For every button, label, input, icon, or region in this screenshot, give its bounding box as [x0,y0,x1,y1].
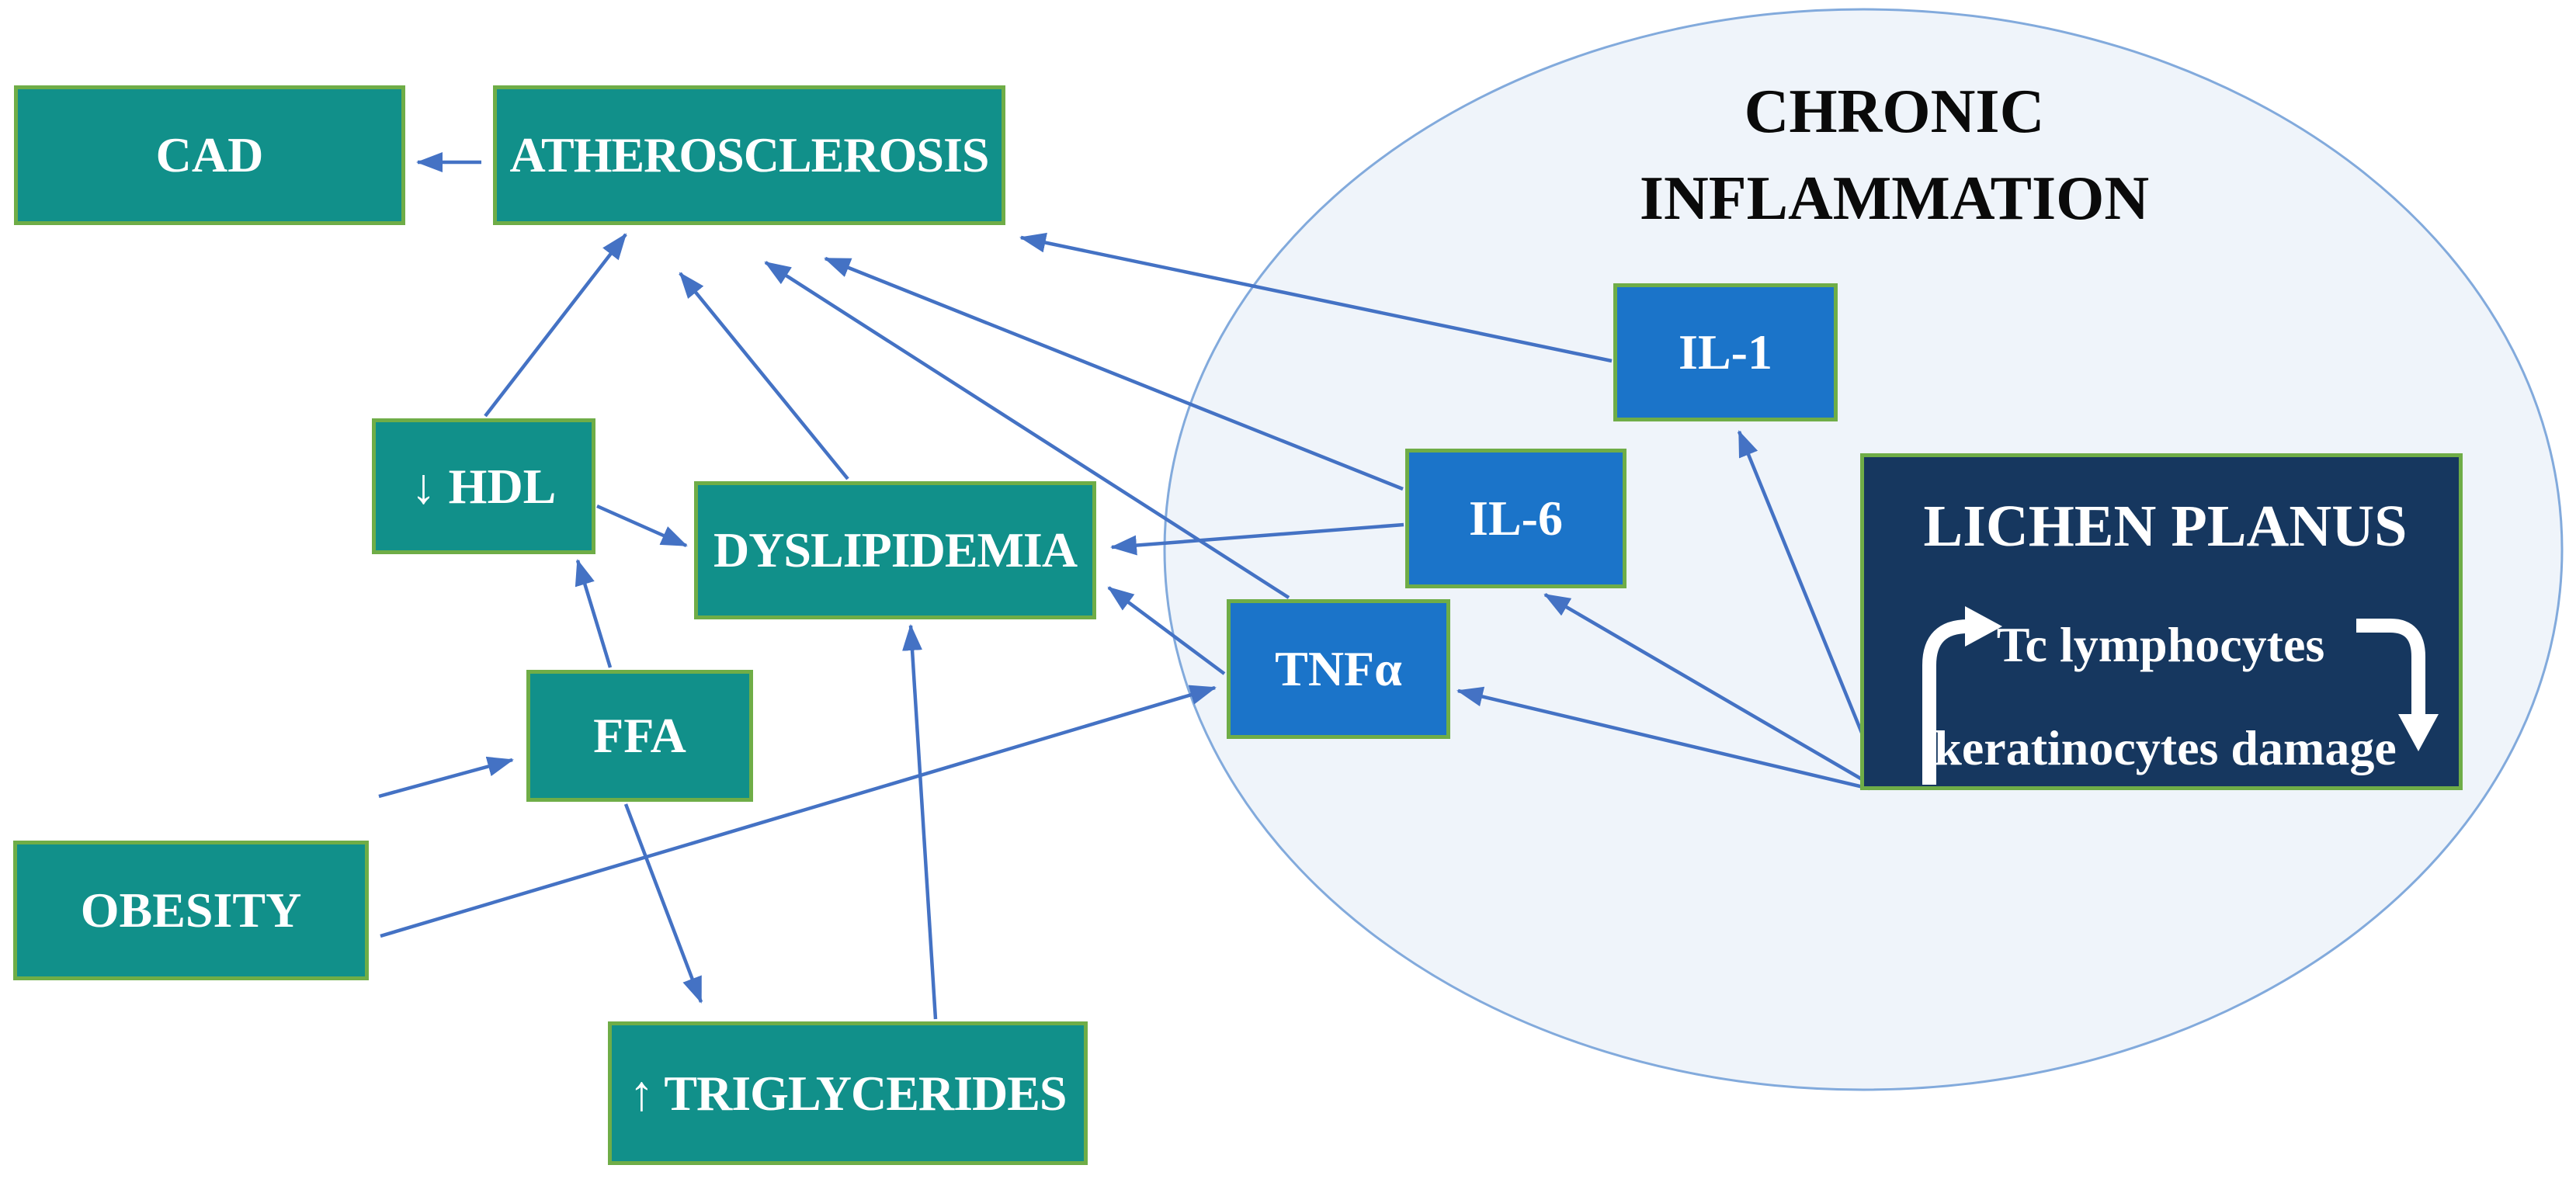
arrow-il1-to-atherosclerosis [1019,232,1613,363]
arrow-ffa-to-triglycerides [623,803,703,1004]
node-dyslipidemia-label: DYSLIPIDEMIA [713,522,1078,577]
node-il1-label: IL-1 [1679,324,1772,380]
node-atherosclerosis: ATHEROSCLEROSIS [493,85,1005,225]
arrow-lichen_planus-to-il6 [1543,593,1874,787]
lichen-planus-title: LICHEN PLANUS [1923,494,2408,559]
node-cad-label: CAD [155,127,264,182]
chronic-inflammation-label: CHRONIC INFLAMMATION [1630,68,2158,242]
cycle-up-arrow-icon [1922,606,2002,785]
arrow-lichen_planus-to-tnfa [1456,686,1870,791]
arrow-il6-to-dyslipidemia [1110,522,1404,556]
arrow-ffa-to-hdl [575,559,613,668]
node-dyslipidemia: DYSLIPIDEMIA [694,481,1096,619]
arrow-hdl-to-atherosclerosis [484,233,627,418]
arrow-tnfa-to-dyslipidemia [1107,586,1226,675]
node-il1: IL-1 [1613,283,1838,421]
node-tnfa-label: TNFα [1275,641,1402,696]
lichen-planus-cycle-top-label: Tc lymphocytes [1996,617,2325,672]
node-hdl-label: ↓ HDL [411,458,557,514]
lichen-planus-cycle-bottom-label: keratinocytes damage [1934,720,2397,775]
arrow-lichen_planus-to-il1 [1737,430,1884,783]
node-obesity-label: OBESITY [80,883,302,938]
node-triglycerides-label: ↑ TRIGLYCERIDES [629,1065,1068,1121]
arrow-obesity-to-ffa [378,756,514,799]
node-il6-label: IL-6 [1469,491,1563,546]
arrow-obesity-to-tnfa [380,685,1217,938]
node-lichen-planus: LICHEN PLANUS Tc lymphocytes keratinocyt… [1860,453,2463,790]
cycle-down-arrow-icon [2356,619,2439,751]
chronic-inflammation-line1: CHRONIC [1744,78,2045,146]
node-triglycerides-increased: ↑ TRIGLYCERIDES [608,1021,1088,1165]
node-atherosclerosis-label: ATHEROSCLEROSIS [509,127,990,182]
node-cad: CAD [14,85,405,225]
node-il6: IL-6 [1405,449,1626,588]
node-ffa: FFA [526,670,753,802]
node-hdl-decreased: ↓ HDL [372,418,595,554]
arrow-il6-to-atherosclerosis [824,256,1404,491]
node-obesity: OBESITY [13,841,369,980]
chronic-inflammation-line2: INFLAMMATION [1639,165,2150,233]
arrow-hdl-to-dyslipidemia [596,504,688,548]
node-ffa-label: FFA [593,708,686,763]
node-tnfa: TNFα [1227,599,1450,739]
arrow-dyslipidemia-to-atherosclerosis [679,272,849,480]
arrow-triglycerides-to-dyslipidemia [902,624,938,1020]
